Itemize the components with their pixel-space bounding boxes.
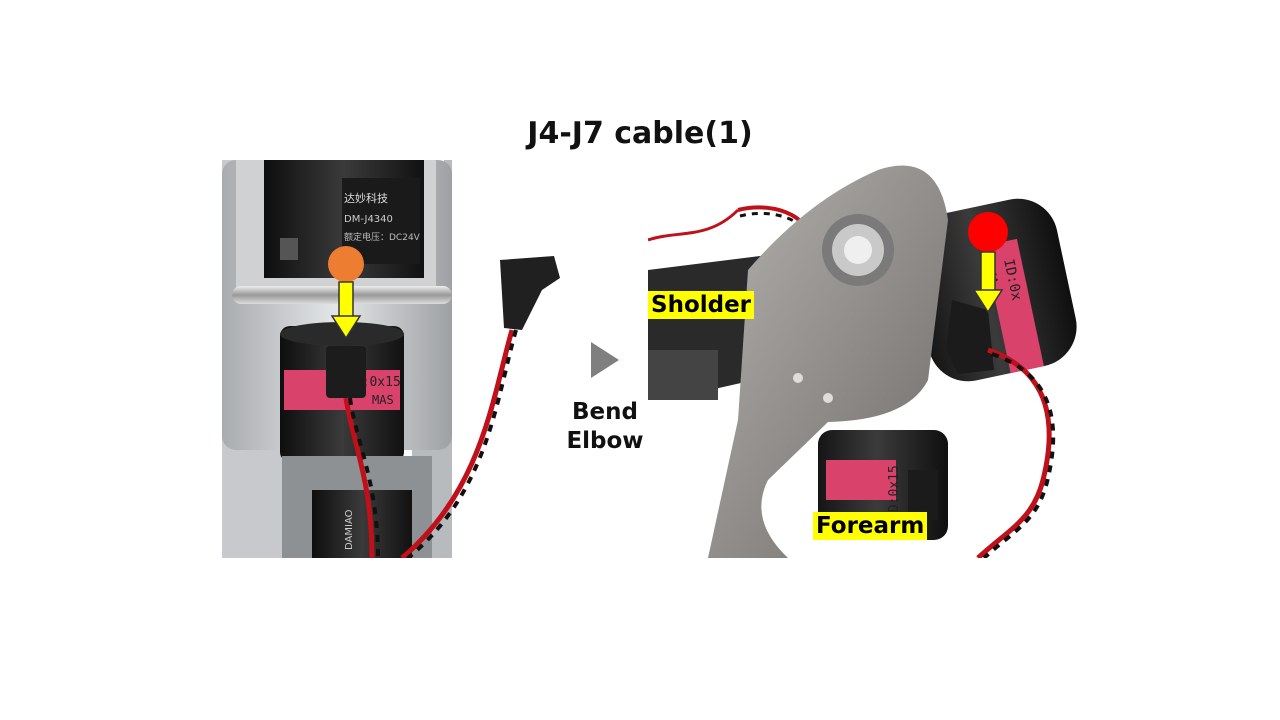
transition-caption-line1: Bend xyxy=(572,399,638,425)
motor-label-line2: DM-J4340 xyxy=(344,214,393,225)
motor-label-line3: 额定电压：DC24V xyxy=(344,231,421,243)
orange-marker xyxy=(328,246,364,282)
lower-motor-id: ID:0x15 xyxy=(887,465,902,520)
lower-motor-label: DAMIAO xyxy=(344,509,355,550)
robot-elbow-photo-after: ID:0x MA ID:0x15 xyxy=(648,160,1078,558)
motor-label-line1: 达妙科技 xyxy=(344,191,388,205)
arrow-head xyxy=(330,315,362,340)
robot-elbow-photo-before: 达妙科技 DM-J4340 额定电压：DC24V ID:0x15 MAS DAM… xyxy=(222,160,564,558)
red-marker xyxy=(968,212,1008,252)
forearm-label: Forearm xyxy=(813,512,928,540)
arrow-shaft xyxy=(338,281,354,319)
next-arrow-icon xyxy=(591,342,619,378)
sholder-label: Sholder xyxy=(648,291,755,319)
arrow-head-right xyxy=(972,289,1004,314)
transition-caption-line2: Elbow xyxy=(566,428,644,454)
left-motor-label: MAS xyxy=(372,393,394,407)
arrow-shaft-right xyxy=(980,251,996,293)
slide-title: J4-J7 cable(1) xyxy=(527,116,753,151)
